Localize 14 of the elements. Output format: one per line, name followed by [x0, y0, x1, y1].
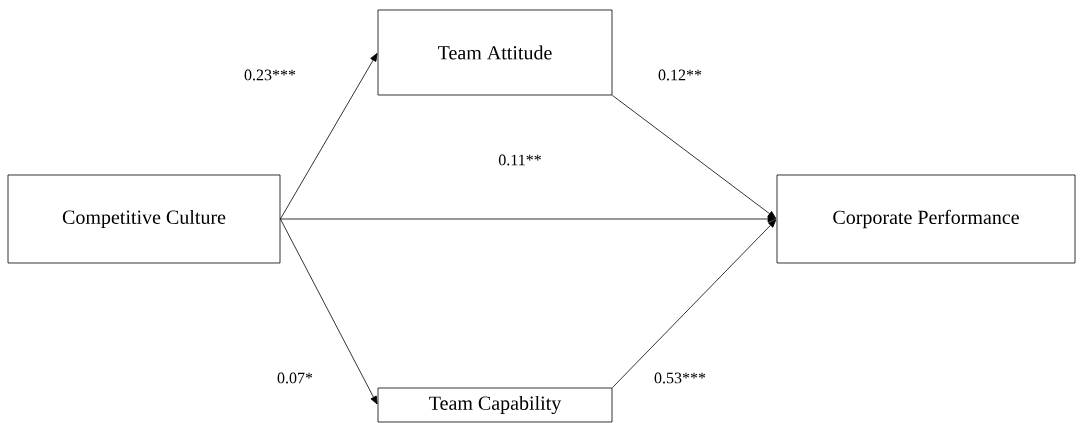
arrow — [280, 215, 776, 223]
arrow — [280, 53, 378, 220]
process-box: Competitive Culture — [7, 174, 281, 264]
edge-label: 0.07* — [276, 371, 314, 385]
edge-label: 0.23*** — [243, 68, 297, 82]
arrow — [280, 218, 378, 405]
process-box: Corporate Performance — [776, 174, 1076, 264]
edge-label: 0.12** — [657, 68, 703, 82]
edge-label: 0.53*** — [653, 371, 707, 385]
process-box: Team Attitude — [377, 9, 613, 96]
arrow — [612, 219, 777, 388]
process-box: Team Capability — [377, 387, 613, 423]
edge-label: 0.11** — [497, 153, 543, 167]
arrow — [612, 95, 777, 219]
